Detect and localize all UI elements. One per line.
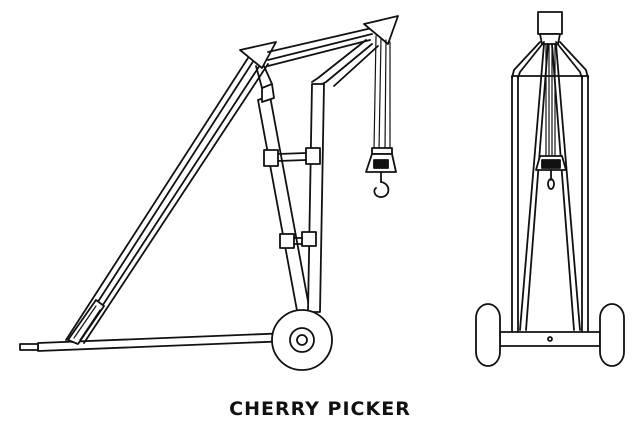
side-right-upright bbox=[307, 83, 325, 313]
side-hook-block bbox=[365, 147, 397, 198]
side-upper-clamp bbox=[263, 147, 321, 167]
side-pulley-head bbox=[363, 15, 399, 45]
front-cables bbox=[545, 43, 556, 161]
side-wheel bbox=[271, 309, 333, 371]
side-top-plate bbox=[239, 41, 277, 69]
front-top-box bbox=[537, 11, 563, 35]
caption: CHERRY PICKER bbox=[229, 398, 411, 420]
front-inner-legs bbox=[519, 43, 581, 331]
side-left-upright bbox=[255, 65, 311, 317]
side-hoist-cables bbox=[373, 35, 391, 151]
front-frame bbox=[511, 75, 589, 333]
side-diagonal-strut bbox=[65, 57, 269, 345]
side-base-beam bbox=[19, 332, 291, 352]
side-view bbox=[19, 15, 399, 371]
hook-icon bbox=[373, 181, 390, 198]
front-right-wheel bbox=[599, 303, 625, 367]
front-outer-legs bbox=[511, 41, 589, 79]
side-lower-clamp bbox=[279, 231, 317, 249]
side-boom-arm bbox=[267, 27, 373, 67]
front-axle bbox=[499, 331, 601, 347]
front-hook-icon bbox=[547, 178, 555, 190]
front-left-wheel bbox=[475, 303, 501, 367]
front-hook-block bbox=[535, 155, 567, 190]
front-view bbox=[475, 11, 625, 367]
